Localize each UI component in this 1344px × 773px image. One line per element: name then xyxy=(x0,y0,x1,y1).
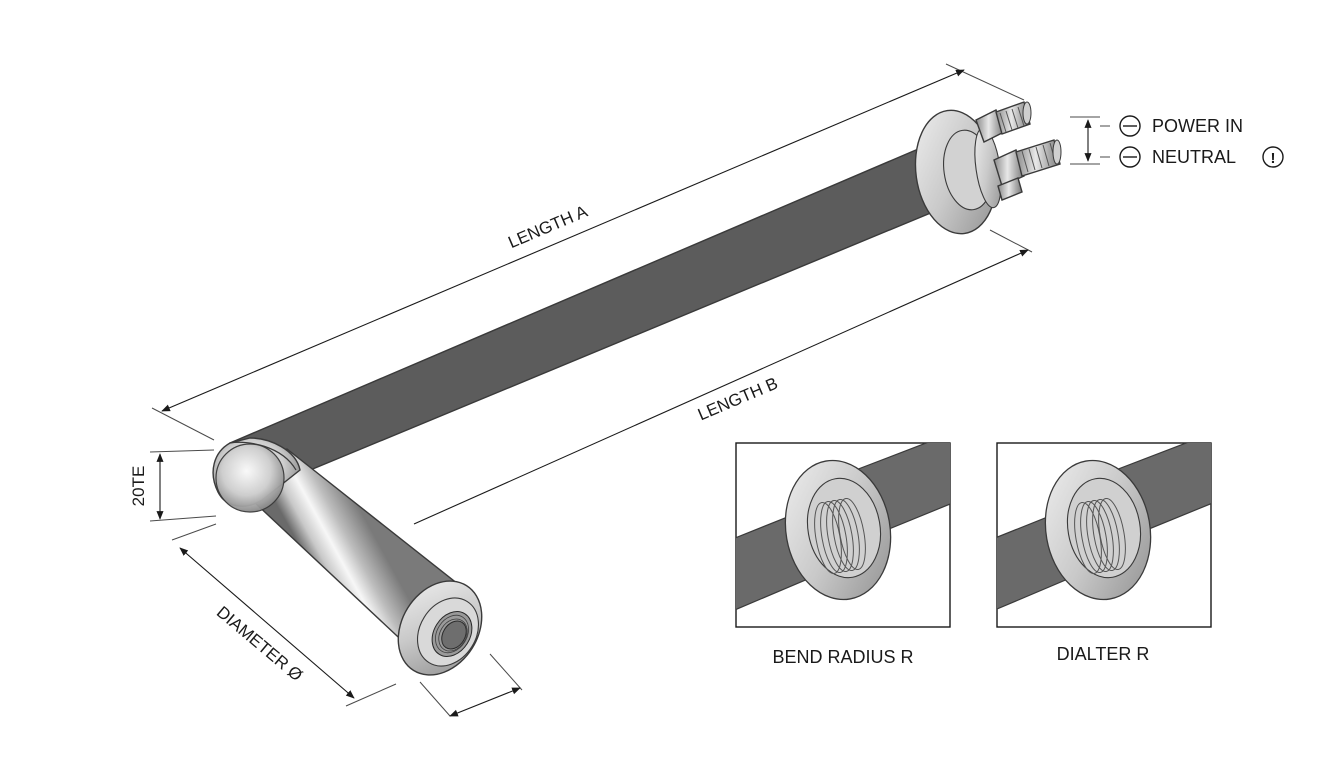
terminal-stud-lower xyxy=(993,139,1062,201)
flange-thickness-dimension xyxy=(419,653,523,717)
tube-bend xyxy=(212,437,301,513)
end-flange xyxy=(397,580,483,676)
detail-view-1-caption: BEND RADIUS R xyxy=(772,647,913,667)
neutral-callout: NEUTRAL ! xyxy=(1100,146,1284,168)
height-label: 20TE xyxy=(129,466,148,507)
long-tube-leg xyxy=(228,137,975,491)
height-dimension xyxy=(149,449,217,522)
detail-view-1 xyxy=(735,442,951,628)
length-a-dimension xyxy=(151,63,1025,441)
diameter-label: DIAMETER Ø xyxy=(213,603,306,686)
detail-view-2 xyxy=(996,442,1212,628)
diameter-dimension xyxy=(171,523,397,707)
length-a-label: LENGTH A xyxy=(505,202,590,253)
detail-view-2-caption: DIALTER R xyxy=(1057,644,1150,664)
warning-symbol: ! xyxy=(1271,150,1276,167)
circle-minus-icon xyxy=(1119,115,1141,137)
length-b-dimension xyxy=(413,229,1033,525)
warning-circle-icon: ! xyxy=(1262,146,1284,168)
length-b-label: LENGTH B xyxy=(695,374,781,425)
neutral-label: NEUTRAL xyxy=(1152,147,1236,167)
terminal-dimension xyxy=(1070,116,1100,165)
terminal-stud-upper xyxy=(975,101,1032,143)
power-in-label: POWER IN xyxy=(1152,116,1243,136)
circle-minus-icon xyxy=(1119,146,1141,168)
power-in-callout: POWER IN xyxy=(1100,115,1243,137)
